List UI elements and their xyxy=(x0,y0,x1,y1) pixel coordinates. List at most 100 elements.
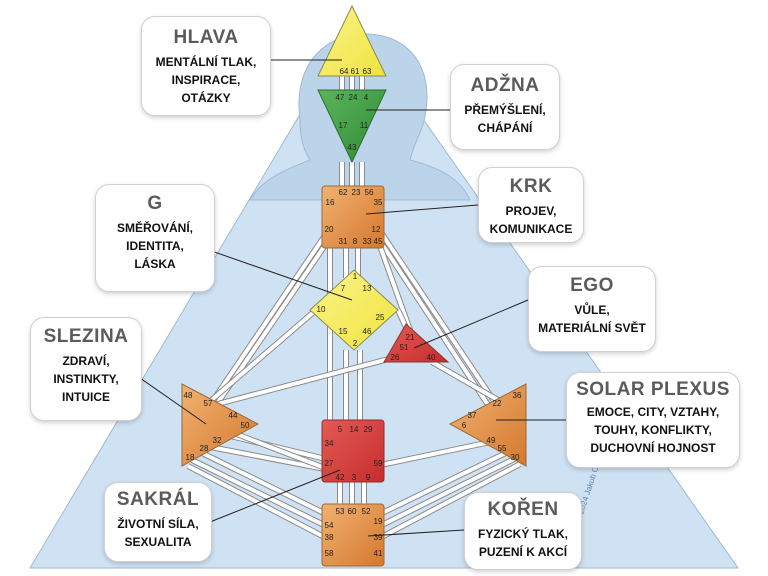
label-head-desc: MENTÁLNÍ TLAK, INSPIRACE, OTÁZKY xyxy=(155,55,257,105)
label-sacral-desc: ŽIVOTNÍ SÍLA, SEXUALITA xyxy=(117,517,199,549)
label-sacral-title: SAKRÁL xyxy=(116,489,200,510)
gate-root-58: 58 xyxy=(325,549,334,558)
gate-ajna-24: 24 xyxy=(349,93,358,102)
gate-root-53: 53 xyxy=(336,507,345,516)
label-spleen-title: SLEZINA xyxy=(43,326,129,347)
label-root-title: KOŘEN xyxy=(487,499,559,520)
gate-spleen-18: 18 xyxy=(186,453,195,462)
channel-10 xyxy=(376,226,498,406)
label-solar-plexus-desc: EMOCE, CITY, VZTAHY, TOUHY, KONFLIKTY, D… xyxy=(586,405,720,455)
label-spleen-desc: ZDRAVÍ, INSTINKTY, INTUICE xyxy=(53,354,119,404)
gate-solar-30: 30 xyxy=(511,453,520,462)
gate-root-38: 38 xyxy=(325,533,334,542)
gate-sacral-42: 42 xyxy=(336,473,345,482)
gate-throat-45: 45 xyxy=(374,237,383,246)
gate-throat-56: 56 xyxy=(365,188,374,197)
gate-ego-40: 40 xyxy=(427,353,436,362)
label-spleen: SLEZINA ZDRAVÍ, INSTINKTY, INTUICE xyxy=(30,317,142,421)
gate-g-7: 7 xyxy=(341,284,346,293)
channel-12 xyxy=(378,245,412,331)
gate-g-10: 10 xyxy=(317,305,326,314)
gate-spleen-48: 48 xyxy=(184,391,193,400)
center-g xyxy=(309,269,399,351)
gate-ajna-4: 4 xyxy=(364,93,369,102)
gate-head-63: 63 xyxy=(363,67,372,76)
channel-29 xyxy=(375,456,517,530)
label-head-title: HLAVA xyxy=(173,27,239,48)
gate-sacral-3: 3 xyxy=(352,473,357,482)
gate-throat-62: 62 xyxy=(339,188,348,197)
label-ego-desc: VŮLE, MATERIÁLNÍ SVĚT xyxy=(538,303,646,335)
channel-14 xyxy=(198,308,318,412)
pointer-spleen xyxy=(139,377,207,425)
channel-26 xyxy=(191,458,331,530)
gate-ajna-47: 47 xyxy=(336,93,345,102)
gate-head-61: 61 xyxy=(351,67,360,76)
gate-sacral-34: 34 xyxy=(325,439,334,448)
channel-8 xyxy=(208,226,332,407)
gate-solar-6: 6 xyxy=(462,421,467,430)
label-head: HLAVA MENTÁLNÍ TLAK, INSPIRACE, OTÁZKY xyxy=(141,16,271,116)
center-head xyxy=(317,4,387,77)
gate-solar-37: 37 xyxy=(468,411,477,420)
label-throat: KRK PROJEV, KOMUNIKACE xyxy=(478,167,584,243)
gate-throat-8: 8 xyxy=(353,237,358,246)
gate-root-54: 54 xyxy=(325,521,334,530)
gate-throat-20: 20 xyxy=(325,225,334,234)
gate-g-25: 25 xyxy=(376,313,385,322)
gate-throat-33: 33 xyxy=(363,237,372,246)
gate-root-60: 60 xyxy=(348,507,357,516)
center-sacral xyxy=(321,419,385,483)
gate-spleen-50: 50 xyxy=(241,421,250,430)
gate-ego-26: 26 xyxy=(391,353,400,362)
label-root: KOŘEN FYZICKÝ TLAK, PUZENÍ K AKCÍ xyxy=(464,492,582,570)
channel-20 xyxy=(375,438,501,468)
gate-spleen-28: 28 xyxy=(200,444,209,453)
channel-28 xyxy=(375,448,513,518)
center-spleen xyxy=(181,383,260,467)
gate-solar-49: 49 xyxy=(487,436,496,445)
gate-spleen-32: 32 xyxy=(213,436,222,445)
gate-root-41: 41 xyxy=(374,549,383,558)
pointer-root xyxy=(367,529,465,537)
gate-sacral-9: 9 xyxy=(366,473,371,482)
label-g-desc: SMĚŘOVÁNÍ, IDENTITA, LÁSKA xyxy=(116,221,193,271)
gate-sacral-29: 29 xyxy=(364,425,373,434)
label-ajna-title: ADŽNA xyxy=(470,75,540,96)
gate-ego-21: 21 xyxy=(406,333,415,342)
channel-19 xyxy=(199,443,331,472)
gate-solar-55: 55 xyxy=(498,444,507,453)
gate-throat-23: 23 xyxy=(352,188,361,197)
channel-32 xyxy=(209,354,401,408)
center-ajna xyxy=(317,89,387,164)
gate-g-15: 15 xyxy=(339,327,348,336)
gate-g-46: 46 xyxy=(363,327,372,336)
label-ego-title: EGO xyxy=(570,275,614,296)
gate-sacral-27: 27 xyxy=(325,459,334,468)
gate-head-64: 64 xyxy=(340,67,349,76)
label-ajna: ADŽNA PŘEMÝŠLENÍ, CHÁPÁNÍ xyxy=(450,64,560,150)
pointer-sacral xyxy=(209,469,341,523)
gate-throat-16: 16 xyxy=(326,198,335,207)
gate-g-13: 13 xyxy=(363,284,372,293)
gate-sacral-5: 5 xyxy=(338,425,343,434)
gate-throat-35: 35 xyxy=(374,198,383,207)
label-ajna-desc: PŘEMÝŠLENÍ, CHÁPÁNÍ xyxy=(464,103,546,135)
channel-27 xyxy=(187,464,331,542)
gate-solar-22: 22 xyxy=(493,399,502,408)
gate-root-39: 39 xyxy=(374,533,383,542)
channel-25 xyxy=(195,448,331,518)
gate-ajna-17: 17 xyxy=(339,121,348,130)
label-throat-desc: PROJEV, KOMUNIKACE xyxy=(489,204,573,236)
gate-root-52: 52 xyxy=(362,507,371,516)
gate-solar-36: 36 xyxy=(513,391,522,400)
label-g: G SMĚŘOVÁNÍ, IDENTITA, LÁSKA xyxy=(95,184,215,292)
gate-g-1: 1 xyxy=(353,272,358,281)
label-root-desc: FYZICKÝ TLAK, PUZENÍ K AKCÍ xyxy=(478,527,568,559)
channel-21 xyxy=(431,360,499,402)
channels-group xyxy=(186,76,522,543)
gate-spleen-44: 44 xyxy=(229,411,238,420)
